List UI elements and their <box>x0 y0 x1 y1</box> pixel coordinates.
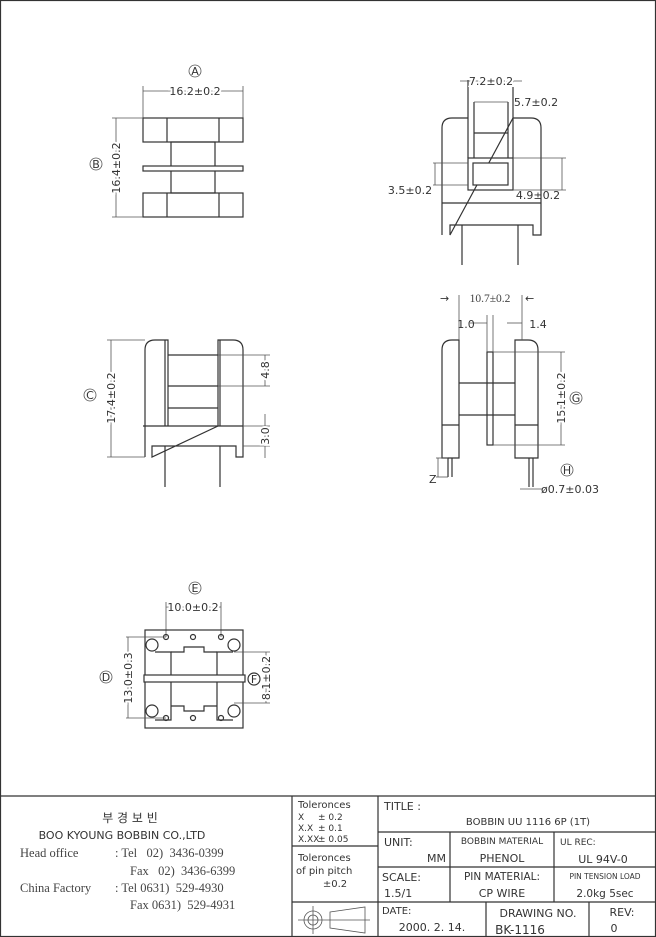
dim-4-9: 4.9±0.2 <box>516 189 560 202</box>
svg-text:←: ← <box>525 292 534 305</box>
view-top-left: A 16.2±0.2 16.4±0.2 B <box>89 64 244 218</box>
head-office-tel: : Tel 02) 3436-0399 <box>115 846 224 860</box>
dim-13-0: 13.0±0.3 <box>122 652 135 703</box>
pitch-value: ±0.2 <box>323 879 347 890</box>
tol-xx-val: ± 0.1 <box>318 824 343 834</box>
view-bottom: E 10.0±0.2 13.0±0.3 D 8.1±0.2 F <box>99 581 275 729</box>
label-a: A <box>191 65 199 78</box>
label-b: B <box>92 158 100 171</box>
dim-8-1: 8.1±0.2 <box>260 656 273 700</box>
date-value: 2000. 2. 14. <box>399 921 465 934</box>
head-office-fax: Fax 02) 3436-6399 <box>130 864 235 878</box>
view-side: → ← 10.7±0.2 1.0 1.4 15.1±0.2 G H ø0.7±0.… <box>429 292 599 496</box>
label-z: Z <box>429 473 437 486</box>
tol-xx: X.X <box>298 824 313 834</box>
dim-4-8: 4.8 <box>259 361 272 379</box>
tol-xxx: X.XX <box>298 835 319 845</box>
label-f: F <box>251 673 257 686</box>
pin-tension-value: 2.0kg 5sec <box>576 888 633 900</box>
pin-material-value: CP WIRE <box>479 887 526 900</box>
svg-text:→: → <box>440 292 449 305</box>
bobbin-material-label: BOBBIN MATERIAL <box>461 837 543 847</box>
drawing-no-label: DRAWING NO. <box>500 907 577 920</box>
unit-label: UNIT: <box>384 836 413 849</box>
pin-tension-label: PIN TENSION LOAD <box>569 872 640 881</box>
scale-value: 1.5/1 <box>384 887 412 900</box>
dim-15-1: 15.1±0.2 <box>555 372 568 423</box>
factory-tel: : Tel 0631) 529-4930 <box>115 881 224 895</box>
dim-1-4: 1.4 <box>529 318 547 331</box>
tol-x-val: ± 0.2 <box>318 813 343 823</box>
date-label: DATE: <box>382 906 411 917</box>
pin-material-label: PIN MATERIAL: <box>464 871 540 883</box>
label-d: D <box>102 671 110 684</box>
label-c: C <box>86 389 94 402</box>
dim-pin-diameter: ø0.7±0.03 <box>541 483 599 496</box>
rev-label: REV: <box>610 906 635 919</box>
dim-height-b: 16.4±0.2 <box>110 142 123 193</box>
dim-1-0: 1.0 <box>457 318 475 331</box>
projection-symbol-icon <box>298 906 370 934</box>
rev-value: 0 <box>611 922 618 935</box>
view-top-right: 7.2±0.2 5.7±0.2 3.5±0.2 4.9±0.2 <box>388 73 566 265</box>
company-name: BOO KYOUNG BOBBIN CO.,LTD <box>39 829 206 842</box>
title-value: BOBBIN UU 1116 6P (1T) <box>466 817 590 828</box>
dim-3-0: 3.0 <box>259 427 272 445</box>
title-block: 부 경 보 빈 BOO KYOUNG BOBBIN CO.,LTD Head o… <box>0 795 656 937</box>
tol-x: X <box>298 813 304 823</box>
label-circle-a <box>188 64 202 78</box>
dim-17-4: 17.4±0.2 <box>105 372 118 423</box>
tol-xxx-val: ± 0.05 <box>318 835 348 845</box>
company-korean: 부 경 보 빈 <box>102 811 158 825</box>
unit-value: MM <box>427 852 446 865</box>
bobbin-material-value: PHENOL <box>480 852 526 865</box>
ul-value: UL 94V-0 <box>578 853 628 866</box>
factory-label: China Factory <box>20 881 92 895</box>
label-g: G <box>572 392 581 405</box>
scale-label: SCALE: <box>382 871 421 884</box>
dim-3-5: 3.5±0.2 <box>388 184 432 197</box>
dim-10-0: 10.0±0.2 <box>167 601 218 614</box>
pitch-title-1: Toleronces <box>297 853 351 864</box>
label-h: H <box>563 464 571 477</box>
dim-width-a: 16.2±0.2 <box>169 85 220 98</box>
ul-label: UL REC: <box>560 838 596 848</box>
view-c: 17.4±0.2 C 4.8 3.0 <box>83 339 274 487</box>
head-office-label: Head office <box>20 846 79 860</box>
drawing-no-value: BK-1116 <box>495 923 545 937</box>
factory-fax: Fax 0631) 529-4931 <box>130 898 235 912</box>
dim-5-7: 5.7±0.2 <box>514 96 558 109</box>
label-e: E <box>192 582 199 595</box>
title-label: TITLE : <box>383 800 421 813</box>
dim-7-2: 7.2±0.2 <box>469 75 513 88</box>
pitch-title-2: of pin pitch <box>296 866 352 877</box>
dim-10-7: 10.7±0.2 <box>470 293 511 305</box>
tolerances-title: Toleronces <box>297 800 351 811</box>
